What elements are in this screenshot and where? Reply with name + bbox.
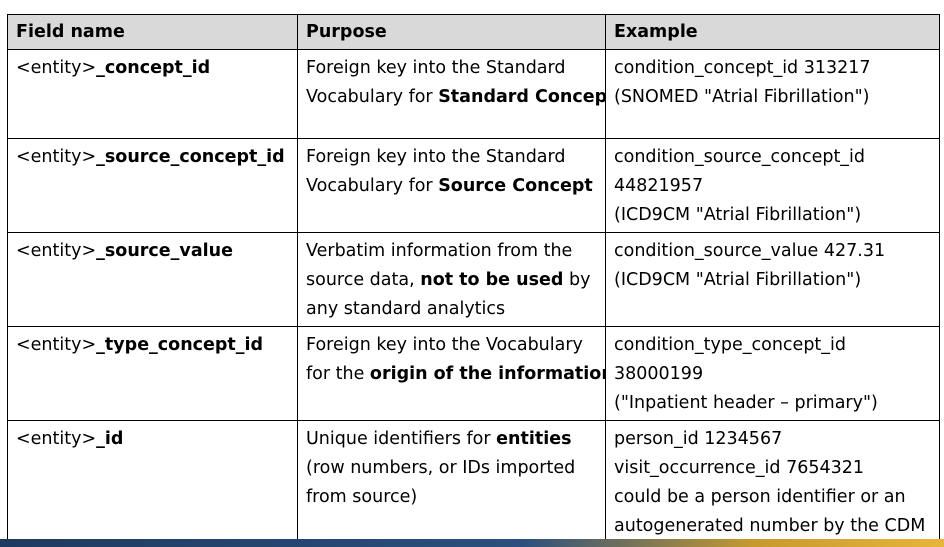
example-cell: condition_source_concept_id 44821957 (IC… — [605, 138, 940, 233]
example-line: condition_type_concept_id — [614, 335, 847, 355]
field-suffix: _type_concept_id — [96, 335, 264, 355]
purpose-line: (row numbers, or IDs imported — [306, 454, 599, 483]
purpose-cell: Foreign key into the Vocabulary for the … — [297, 326, 606, 421]
field-prefix: <entity> — [16, 241, 97, 261]
example-line: condition_concept_id 313217 — [614, 58, 871, 78]
example-cell: person_id 1234567 visit_occurrence_id 76… — [605, 420, 940, 547]
purpose-line: from source) — [306, 483, 599, 512]
field-name-cell: <entity>_id — [7, 420, 298, 547]
purpose-text: from source) — [306, 487, 418, 507]
purpose-text: Foreign key into the Vocabulary — [306, 335, 583, 355]
table-row: <entity>_source_value Verbatim informati… — [7, 232, 940, 327]
field-prefix: <entity> — [16, 335, 97, 355]
field-name-cell: <entity>_type_concept_id — [7, 326, 298, 421]
table-row: <entity>_source_concept_id Foreign key i… — [7, 138, 940, 233]
example-line: (ICD9CM "Atrial Fibrillation") — [614, 205, 862, 225]
example-cell: condition_type_concept_id 38000199 ("Inp… — [605, 326, 940, 421]
example-line: (ICD9CM "Atrial Fibrillation") — [614, 270, 862, 290]
field-suffix: _concept_id — [96, 58, 211, 78]
example-line: could be a person identifier or an — [614, 487, 906, 507]
purpose-text: Foreign key into the Standard — [306, 147, 566, 167]
purpose-text: source data, — [306, 270, 421, 290]
example-line: 44821957 — [614, 176, 704, 196]
field-prefix: <entity> — [16, 58, 97, 78]
field-name-cell: <entity>_concept_id — [7, 49, 298, 139]
purpose-text: Verbatim information from the — [306, 241, 573, 261]
purpose-bold-text: Standard Concept — [438, 87, 606, 107]
header-field-name: Field name — [7, 14, 298, 50]
example-line: (SNOMED "Atrial Fibrillation") — [614, 87, 870, 107]
purpose-line: for the origin of the information — [306, 360, 605, 389]
footer-accent-bar — [0, 539, 944, 547]
field-name-cell: <entity>_source_value — [7, 232, 298, 327]
purpose-cell: Foreign key into the Standard Vocabulary… — [297, 138, 606, 233]
purpose-cell: Foreign key into the Standard Vocabulary… — [297, 49, 606, 139]
field-suffix: _source_concept_id — [96, 147, 285, 167]
header-purpose: Purpose — [297, 14, 606, 50]
purpose-text: Vocabulary for — [306, 176, 439, 196]
table-row: <entity>_id Unique identifiers for entit… — [7, 420, 940, 547]
field-suffix: _source_value — [96, 241, 233, 261]
field-prefix: <entity> — [16, 147, 97, 167]
field-prefix: <entity> — [16, 429, 97, 449]
table-header-row: Field name Purpose Example — [7, 14, 940, 50]
purpose-bold-text: not to be used — [420, 270, 564, 290]
purpose-text: Unique identifiers for — [306, 429, 497, 449]
purpose-bold-text: origin of the information — [369, 364, 606, 384]
purpose-text: (row numbers, or IDs imported — [306, 458, 576, 478]
purpose-text: Foreign key into the Standard — [306, 58, 566, 78]
purpose-text: for the — [306, 364, 370, 384]
example-cell: condition_concept_id 313217 (SNOMED "Atr… — [605, 49, 940, 139]
example-line: condition_source_value 427.31 — [614, 241, 886, 261]
table-row: <entity>_concept_id Foreign key into the… — [7, 49, 940, 139]
purpose-line: Foreign key into the Standard — [306, 54, 599, 83]
field-name-cell: <entity>_source_concept_id — [7, 138, 298, 233]
purpose-cell: Verbatim information from the source dat… — [297, 232, 606, 327]
table-row: <entity>_type_concept_id Foreign key int… — [7, 326, 940, 421]
purpose-line: any standard analytics — [306, 295, 599, 324]
header-example: Example — [605, 14, 940, 50]
purpose-line: Vocabulary for Source Concept — [306, 172, 599, 201]
purpose-bold-text: entities — [496, 429, 572, 449]
example-line: ("Inpatient header – primary") — [614, 393, 878, 413]
purpose-line: Vocabulary for Standard Concept — [306, 83, 605, 112]
purpose-line: Verbatim information from the — [306, 237, 599, 266]
purpose-line: Foreign key into the Standard — [306, 143, 599, 172]
example-line: condition_source_concept_id — [614, 147, 866, 167]
purpose-line: Unique identifiers for entities — [306, 425, 599, 454]
purpose-cell: Unique identifiers for entities (row num… — [297, 420, 606, 547]
example-line: 38000199 — [614, 364, 704, 384]
purpose-text: by — [563, 270, 591, 290]
example-line: autogenerated number by the CDM — [614, 516, 926, 536]
example-line: visit_occurrence_id 7654321 — [614, 458, 865, 478]
example-line: person_id 1234567 — [614, 429, 783, 449]
purpose-bold-text: Source Concept — [438, 176, 593, 196]
purpose-text: any standard analytics — [306, 299, 506, 319]
convention-table: Field name Purpose Example <entity>_conc… — [7, 14, 940, 547]
example-cell: condition_source_value 427.31 (ICD9CM "A… — [605, 232, 940, 327]
field-suffix: _id — [96, 429, 124, 449]
purpose-line: Foreign key into the Vocabulary — [306, 331, 599, 360]
purpose-text: Vocabulary for — [306, 87, 439, 107]
purpose-line: source data, not to be used by — [306, 266, 599, 295]
